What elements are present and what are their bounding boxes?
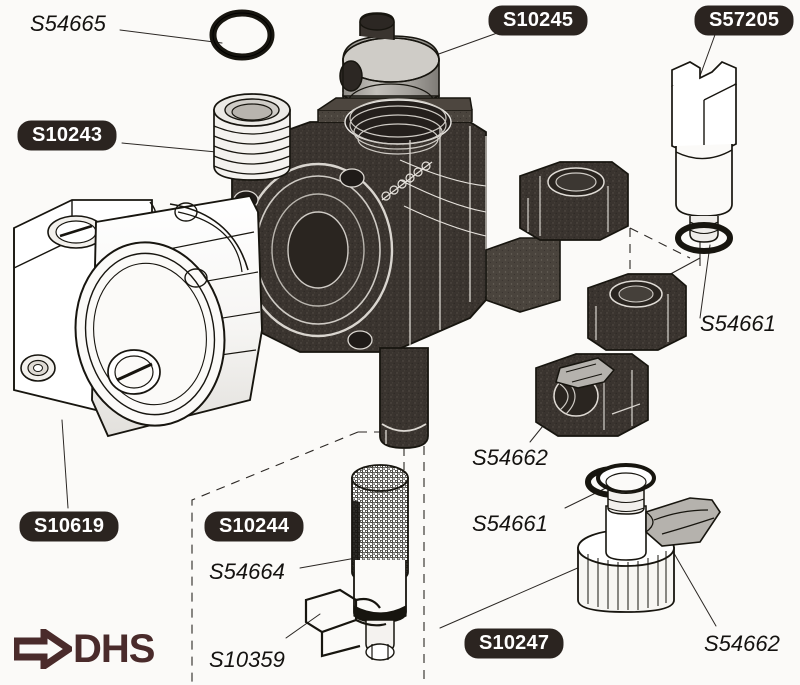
part-S54665-o-ring	[209, 9, 275, 61]
part-badge-S10247[interactable]: S10247	[465, 629, 564, 658]
part-badge-S10243[interactable]: S10243	[18, 121, 117, 150]
part-label-S54662-lower[interactable]: S54662	[704, 631, 780, 656]
part-label-S54661-upper[interactable]: S54661	[700, 311, 776, 336]
part-S10244-filter-assembly	[351, 464, 409, 661]
part-S10619-motor-housing	[13, 194, 263, 438]
part-label-S54664[interactable]: S54664	[209, 559, 285, 584]
part-badge-S10244[interactable]: S10244	[205, 512, 304, 541]
part-S10359-wire-bracket	[304, 588, 387, 658]
part-valve-block-middle	[587, 273, 687, 351]
part-S54662-clip-upper	[555, 357, 616, 389]
part-label-S54665[interactable]: S54665	[30, 11, 106, 36]
part-label-S10359[interactable]: S10359	[209, 647, 285, 672]
part-label-S54661-lower[interactable]: S54661	[472, 511, 548, 536]
dhs-logo: DHS	[14, 627, 155, 671]
part-badge-S57205[interactable]: S57205	[695, 6, 794, 35]
part-label-S54662-upper[interactable]: S54662	[472, 445, 548, 470]
part-S57205-sensor	[671, 60, 737, 243]
dhs-logo-text: DHS	[73, 627, 155, 671]
part-pump-casting-body	[231, 97, 561, 449]
part-S10247-drain-valve	[577, 463, 721, 613]
part-badge-S10245[interactable]: S10245	[489, 6, 588, 35]
part-valve-block-upper	[519, 161, 629, 241]
part-S54661-o-ring-upper	[675, 222, 733, 254]
part-badge-S10619[interactable]: S10619	[20, 512, 119, 541]
part-S10243-threaded-inlet	[213, 93, 291, 181]
arrow-right-icon	[14, 629, 72, 669]
